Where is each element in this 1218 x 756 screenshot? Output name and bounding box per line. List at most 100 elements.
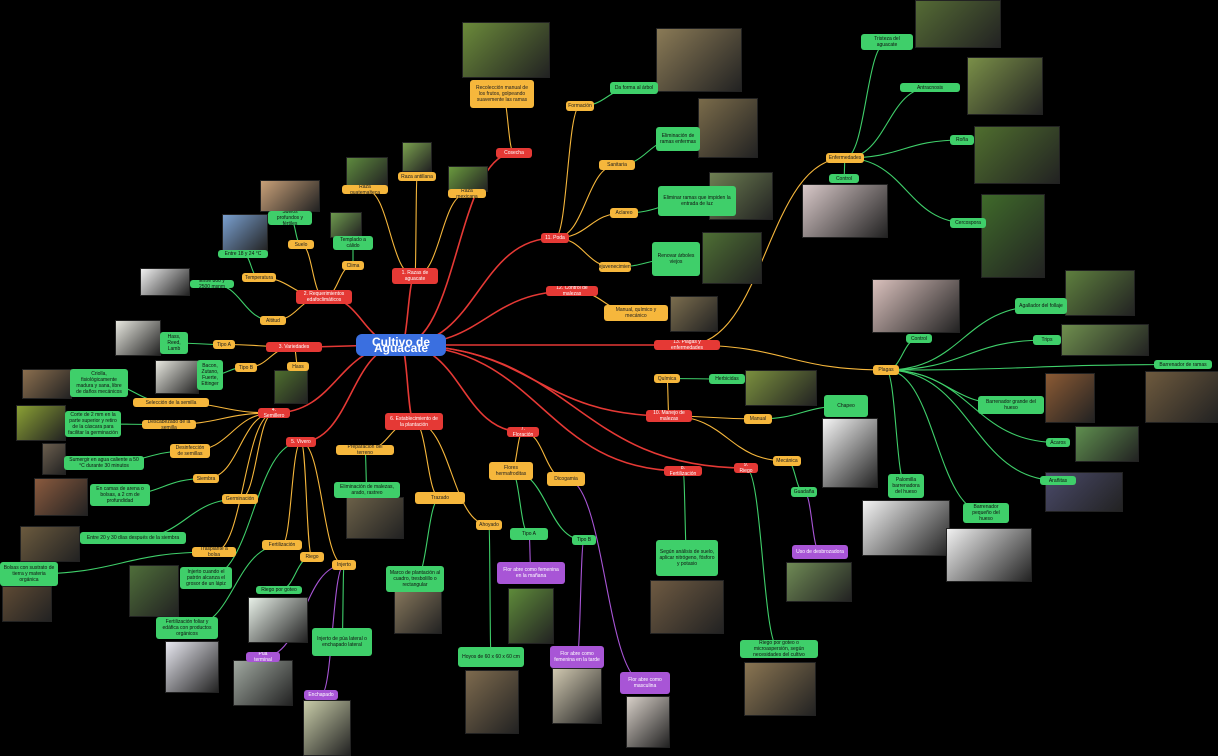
- node-dicog-c[interactable]: Flor abre como masculina: [620, 672, 670, 694]
- node-mip-q[interactable]: Química: [654, 374, 680, 383]
- node-enf4[interactable]: Cercospora: [950, 218, 986, 228]
- node-fert[interactable]: Fertilización: [262, 540, 302, 550]
- node-mip-mec-d[interactable]: Guadaña: [791, 487, 817, 497]
- node-tipoa[interactable]: Tipo A: [213, 340, 235, 349]
- node-plag4[interactable]: Barrenador grande del hueso: [978, 396, 1044, 414]
- node-sel-d[interactable]: Criolla, fisiológicamente madura y sana,…: [70, 369, 128, 397]
- node-flor-d[interactable]: Flores hermafroditas: [489, 462, 533, 480]
- node-semillero[interactable]: 4. Semillero: [258, 408, 290, 418]
- node-enf3[interactable]: Roña: [950, 135, 974, 145]
- node-poda-s[interactable]: Sanitaria: [599, 160, 635, 170]
- node-plag8[interactable]: Barrenador pequeño del hueso: [963, 503, 1009, 523]
- node-hass[interactable]: Hass: [287, 362, 309, 371]
- node-vivero[interactable]: 5. Vivero: [286, 437, 316, 447]
- node-poda-f[interactable]: Formación: [566, 101, 594, 111]
- node-flor[interactable]: 7. Floración: [507, 427, 539, 437]
- node-control-d[interactable]: Manual, químico y mecánico: [604, 305, 668, 321]
- node-clima[interactable]: Clima: [342, 261, 364, 270]
- node-raza-a[interactable]: Raza antillana: [398, 172, 436, 181]
- node-ahoyado[interactable]: Ahoyado: [476, 520, 502, 530]
- node-siembra[interactable]: Siembra: [193, 474, 219, 483]
- node-plag6[interactable]: Arañitas: [1040, 476, 1076, 485]
- node-prep[interactable]: Preparación del terreno: [336, 445, 394, 455]
- node-poda-a-d[interactable]: Eliminar ramas que impiden la entrada de…: [658, 186, 736, 216]
- node-poda[interactable]: 11. Poda: [541, 233, 569, 243]
- node-mip-m-d[interactable]: Chapeo: [824, 395, 868, 417]
- node-germ[interactable]: Germinación: [222, 494, 258, 504]
- node-trasp-d[interactable]: Bolsas con sustrato de tierra y materia …: [0, 562, 58, 586]
- node-cosecha-d[interactable]: Recolección manual de los frutos, golpea…: [470, 80, 534, 108]
- node-enf[interactable]: Enfermedades: [826, 153, 864, 163]
- node-plag5[interactable]: Ácaros: [1046, 438, 1070, 447]
- node-desinf[interactable]: Desinfección de semillas: [170, 444, 210, 458]
- node-dicog-b[interactable]: Flor abre como femenina en la tarde: [550, 646, 604, 668]
- node-riego[interactable]: Riego: [300, 552, 324, 562]
- node-plag1[interactable]: Agallador del follaje: [1015, 298, 1067, 314]
- node-temp[interactable]: Temperatura: [242, 273, 276, 282]
- node-riego2[interactable]: 9. Riego: [734, 463, 758, 473]
- node-plag2[interactable]: Trips: [1033, 335, 1061, 345]
- node-fert-d[interactable]: Fertilización foliar y edáfica con produ…: [156, 617, 218, 639]
- node-plag-c[interactable]: Control: [906, 334, 932, 343]
- node-poda-r-d[interactable]: Renovar árboles viejos: [652, 242, 700, 276]
- node-plagas[interactable]: 13. Plagas y enfermedades: [654, 340, 720, 350]
- node-flor-a[interactable]: Tipo A: [510, 528, 548, 540]
- node-temp-d[interactable]: Entre 18 y 24 °C: [218, 250, 268, 258]
- node-desc[interactable]: Descabezado de la semilla: [142, 420, 196, 429]
- node-origen[interactable]: 1. Razas de aguacate: [392, 268, 438, 284]
- node-riego-d[interactable]: Riego por goteo: [256, 586, 302, 594]
- node-siembra-d[interactable]: En camas de arena o bolsas, a 2 cm de pr…: [90, 484, 150, 506]
- node-flor-b[interactable]: Tipo B: [572, 535, 596, 545]
- node-raza-g[interactable]: Raza guatemalteca: [342, 185, 388, 194]
- node-ahoyado-d[interactable]: Hoyos de 60 x 60 x 60 cm: [458, 647, 524, 667]
- node-desc-d[interactable]: Corte de 2 mm en la parte superior y ret…: [65, 411, 121, 437]
- node-poda-r[interactable]: Rejuvenecimiento: [599, 262, 631, 272]
- node-plag7[interactable]: Palomilla barrenadora del hueso: [888, 474, 924, 498]
- node-germ-d[interactable]: Entre 20 y 30 días después de la siembra: [80, 532, 186, 544]
- node-var[interactable]: 3. Variedades: [266, 342, 322, 352]
- node-mip[interactable]: 10. Manejo de malezas: [646, 410, 692, 422]
- node-estab[interactable]: 6. Establecimiento de la plantación: [385, 413, 443, 430]
- node-trasplante[interactable]: Trasplante a bolsa: [192, 547, 236, 557]
- node-req[interactable]: 2. Requerimientos edafoclimáticos: [296, 290, 352, 304]
- node-riego2-d[interactable]: Riego por goteo o microaspersión, según …: [740, 640, 818, 658]
- node-suelo[interactable]: Suelo: [288, 240, 314, 249]
- node-mip-mec[interactable]: Mecánica: [773, 456, 801, 466]
- node-tipob-d[interactable]: Bacon, Zutano, Fuerte, Ettinger: [197, 360, 223, 390]
- node-mip-q-d[interactable]: Herbicidas: [709, 374, 745, 384]
- node-alt[interactable]: Altitud: [260, 316, 286, 325]
- node-inj1[interactable]: Púa terminal: [246, 652, 280, 662]
- node-trazado[interactable]: Trazado: [415, 492, 465, 504]
- node-fertil-d[interactable]: Según análisis de suelo, aplicar nitróge…: [656, 540, 718, 576]
- node-injerto-v[interactable]: Injerto cuando el patrón alcanza el gros…: [180, 567, 232, 589]
- node-poda-s-d[interactable]: Eliminación de ramas enfermas: [656, 127, 700, 151]
- node-suelo-d[interactable]: Suelos profundos y fértiles: [268, 211, 312, 225]
- node-mip-m[interactable]: Manual: [744, 414, 772, 424]
- node-clima-d[interactable]: Templado a cálido: [333, 236, 373, 250]
- node-sel[interactable]: Selección de la semilla: [133, 398, 209, 407]
- node-alt-d[interactable]: Entre 800 y 2500 msnm: [190, 280, 234, 288]
- node-trazado-d[interactable]: Marco de plantación al cuadro, tresbolil…: [386, 566, 444, 592]
- node-poda-f-d[interactable]: Da forma al árbol: [610, 82, 658, 94]
- node-prep-d[interactable]: Eliminación de malezas, arado, rastreo: [334, 482, 400, 498]
- node-plag[interactable]: Plagas: [873, 365, 899, 375]
- root-node[interactable]: Cultivo de Aguacate: [356, 334, 446, 356]
- node-desinf-d[interactable]: Sumergir en agua caliente a 50 °C durant…: [64, 456, 144, 470]
- node-injerto-d[interactable]: Injerto de púa lateral o enchapado later…: [312, 628, 372, 656]
- node-plag3[interactable]: Barrenador de ramas: [1154, 360, 1212, 369]
- node-enf1[interactable]: Tristeza del aguacate: [861, 34, 913, 50]
- node-tipoa-d[interactable]: Hass, Reed, Lamb: [160, 332, 188, 354]
- node-enf2[interactable]: Antracnosis: [900, 83, 960, 92]
- node-injerto[interactable]: Injerto: [332, 560, 356, 570]
- node-enf-c[interactable]: Control: [829, 174, 859, 183]
- node-mip-mec-p[interactable]: Uso de desbrozadora: [792, 545, 848, 559]
- node-poda-a[interactable]: Aclareo: [610, 208, 638, 218]
- node-inj2[interactable]: Enchapado: [304, 690, 338, 700]
- node-raza-m[interactable]: Raza mexicana: [448, 189, 486, 198]
- node-cosecha[interactable]: Cosecha: [496, 148, 532, 158]
- node-dicog[interactable]: Dicogamia: [547, 472, 585, 486]
- node-control[interactable]: 12. Control de malezas: [546, 286, 598, 296]
- node-dicog-a[interactable]: Flor abre como femenina en la mañana: [497, 562, 565, 584]
- node-fertil[interactable]: 8. Fertilización: [664, 466, 702, 476]
- node-tipob[interactable]: Tipo B: [235, 363, 257, 372]
